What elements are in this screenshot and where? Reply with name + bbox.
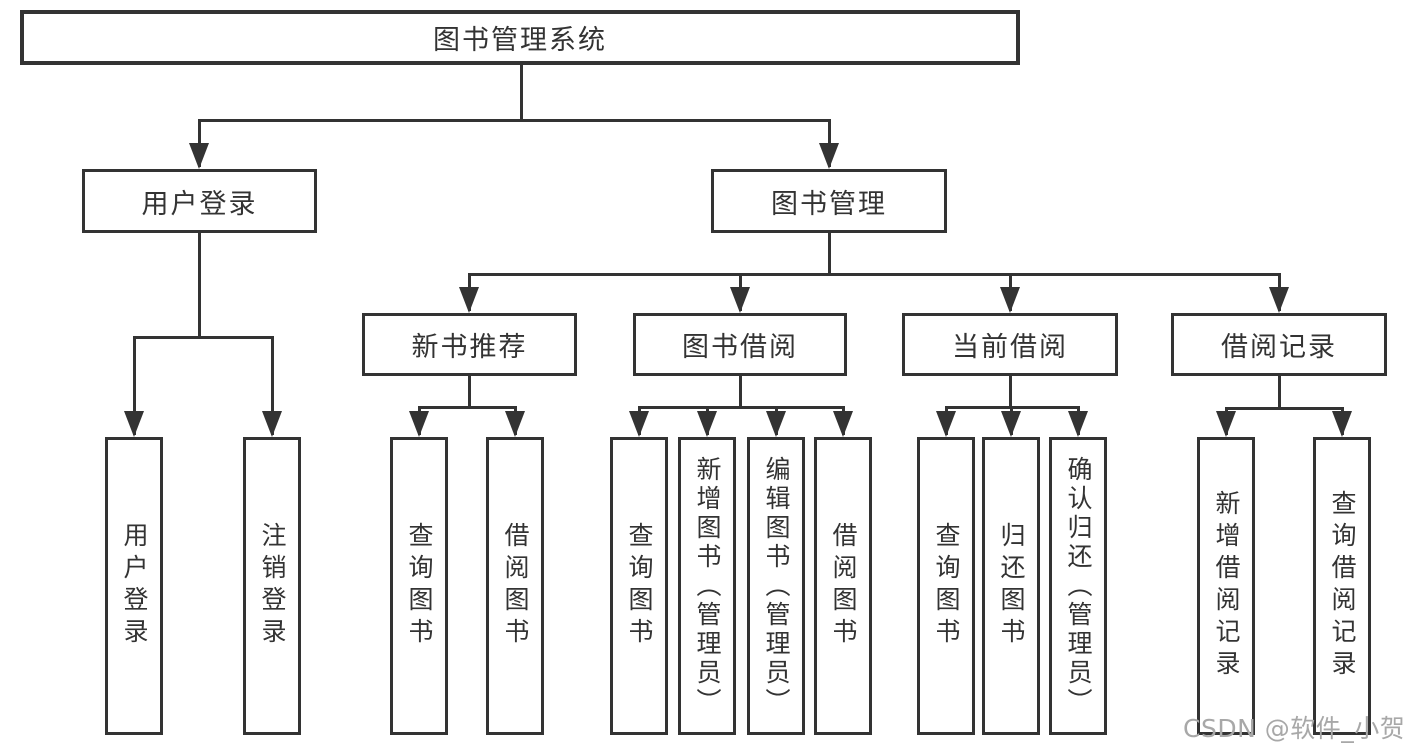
leaf-borrow-borrow-books: 借阅图书 (814, 437, 872, 735)
leaf-current-confirm-return-admin: 确认归还（管理员） (1049, 437, 1107, 735)
leaf-current-confirm-return-admin-label: 确认归还（管理员） (1064, 455, 1093, 717)
connector-arrow-leaf-user-login (133, 336, 136, 435)
arrowhead-new-book-recommend (459, 287, 479, 313)
connector-user-stem (198, 233, 201, 336)
node-root-label: 图书管理系统 (433, 25, 607, 56)
arrowhead-leaf-user-login (124, 411, 144, 437)
leaf-logout: 注销登录 (243, 437, 301, 735)
leaf-logout-label: 注销登录 (258, 522, 287, 650)
arrowhead-records-add (1216, 411, 1236, 437)
arrowhead-borrow-edit (766, 411, 786, 437)
connector-root-stem (520, 65, 523, 119)
leaf-borrow-add-books-admin-label: 新增图书（管理员） (693, 455, 722, 717)
leaf-current-return-books: 归还图书 (982, 437, 1040, 735)
leaf-records-query-record: 查询借阅记录 (1313, 437, 1371, 735)
node-book-borrow: 图书借阅 (633, 313, 847, 376)
arrowhead-book-management (819, 143, 839, 169)
connector-borrow-distributor (638, 406, 845, 409)
arrowhead-current-confirm (1068, 411, 1088, 437)
connector-records-distributor (1225, 407, 1344, 410)
leaf-current-query-books: 查询图书 (917, 437, 975, 735)
node-book-management-label: 图书管理 (771, 188, 887, 220)
arrowhead-records-query (1332, 411, 1352, 437)
arrowhead-current-query (936, 411, 956, 437)
node-book-management: 图书管理 (711, 169, 947, 233)
arrowhead-current-borrow (1000, 287, 1020, 313)
arrowhead-recommend-query (409, 411, 429, 437)
leaf-borrow-borrow-books-label: 借阅图书 (829, 522, 858, 650)
leaf-records-query-record-label: 查询借阅记录 (1328, 490, 1357, 682)
leaf-user-login-label: 用户登录 (120, 522, 149, 650)
node-root: 图书管理系统 (20, 10, 1020, 65)
connector-mgmt-stem (828, 233, 831, 273)
connector-borrow-stem (739, 376, 742, 407)
node-current-borrow: 当前借阅 (902, 313, 1118, 376)
connector-user-distributor (133, 336, 274, 339)
connector-recommend-distributor (418, 406, 517, 409)
leaf-recommend-query-books: 查询图书 (390, 437, 448, 735)
leaf-recommend-query-books-label: 查询图书 (405, 522, 434, 650)
connector-root-distributor (198, 119, 831, 122)
arrowhead-recommend-borrow (505, 411, 525, 437)
connector-records-stem (1278, 376, 1281, 407)
leaf-borrow-edit-books-admin: 编辑图书（管理员） (747, 437, 805, 735)
arrowhead-borrow-query (629, 411, 649, 437)
node-current-borrow-label: 当前借阅 (952, 332, 1068, 363)
leaf-current-return-books-label: 归还图书 (997, 522, 1026, 650)
leaf-current-query-books-label: 查询图书 (932, 522, 961, 650)
node-new-book-recommend: 新书推荐 (362, 313, 577, 376)
node-borrow-records: 借阅记录 (1171, 313, 1387, 376)
leaf-records-add-record: 新增借阅记录 (1197, 437, 1255, 735)
leaf-borrow-query-books: 查询图书 (610, 437, 668, 735)
leaf-borrow-add-books-admin: 新增图书（管理员） (678, 437, 736, 735)
node-user-login-label: 用户登录 (141, 188, 258, 220)
arrowhead-leaf-logout (262, 411, 282, 437)
leaf-user-login: 用户登录 (105, 437, 163, 735)
node-book-borrow-label: 图书借阅 (682, 332, 798, 363)
leaf-recommend-borrow-books: 借阅图书 (486, 437, 544, 735)
arrowhead-borrow-add (697, 411, 717, 437)
arrowhead-book-borrow (730, 287, 750, 313)
connector-recommend-stem (468, 376, 471, 407)
arrowhead-user-login (189, 143, 209, 169)
leaf-recommend-borrow-books-label: 借阅图书 (501, 522, 530, 650)
node-new-book-recommend-label: 新书推荐 (411, 332, 528, 363)
arrowhead-borrow-records (1269, 287, 1289, 313)
leaf-borrow-query-books-label: 查询图书 (625, 522, 654, 650)
node-user-login: 用户登录 (82, 169, 317, 233)
csdn-watermark: CSDN @软件_小贺同学 (1183, 714, 1405, 743)
leaf-records-add-record-label: 新增借阅记录 (1212, 490, 1241, 682)
connector-arrow-leaf-logout (271, 336, 274, 435)
connector-current-stem (1009, 376, 1012, 407)
leaf-borrow-edit-books-admin-label: 编辑图书（管理员） (762, 455, 791, 717)
node-borrow-records-label: 借阅记录 (1221, 332, 1337, 363)
arrowhead-current-return (1001, 411, 1021, 437)
arrowhead-borrow-borrow (833, 411, 853, 437)
connector-level3-distributor (468, 273, 1281, 276)
